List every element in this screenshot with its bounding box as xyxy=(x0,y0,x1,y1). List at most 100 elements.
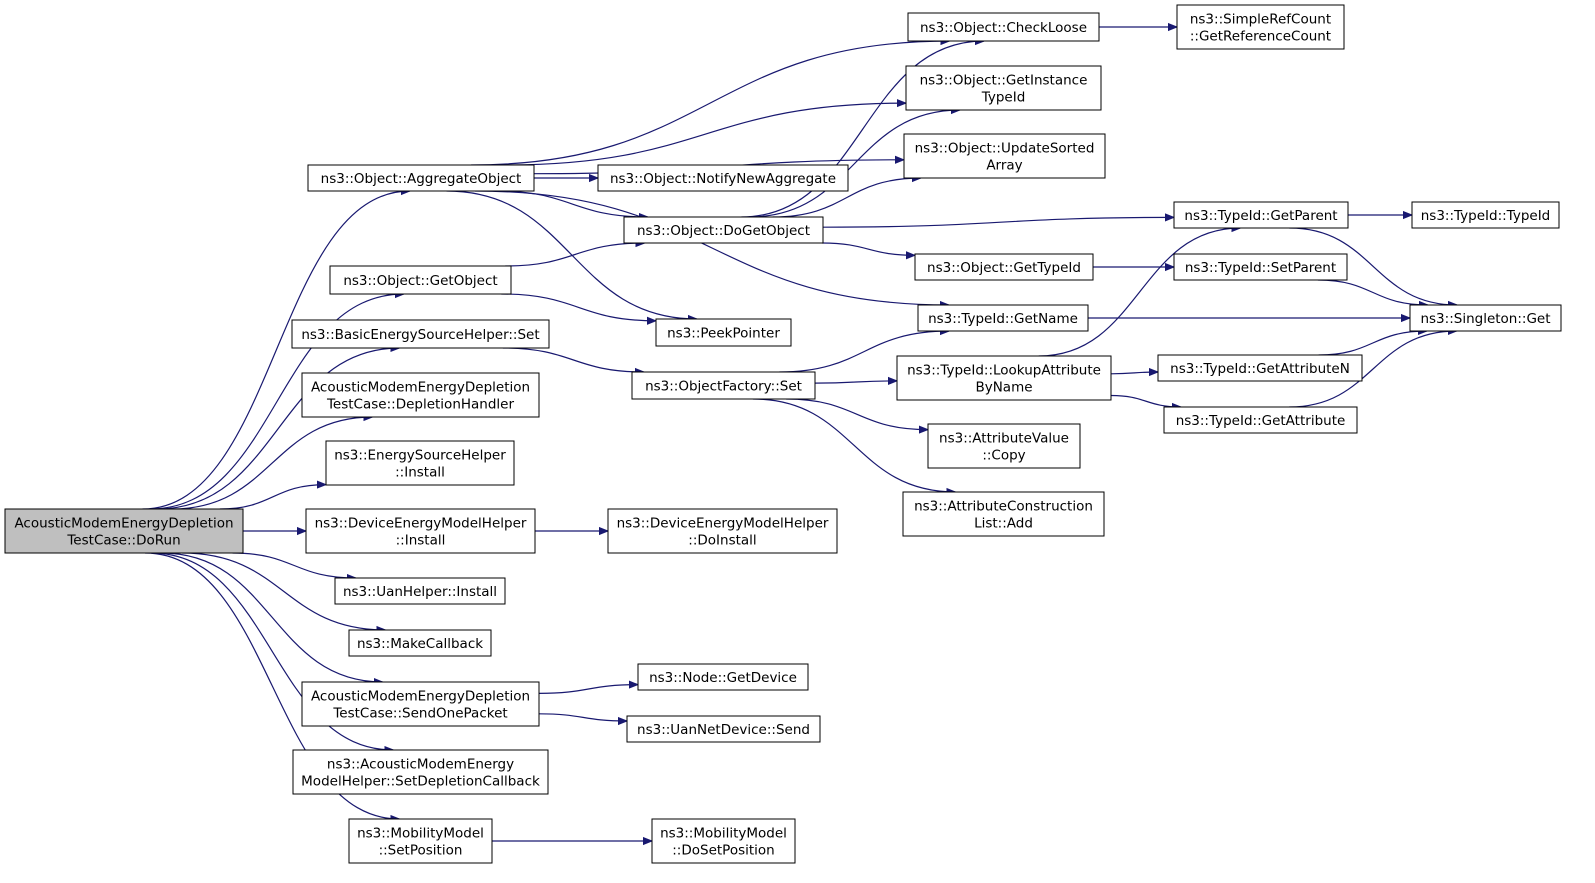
node-getobject[interactable]: ns3::Object::GetObject xyxy=(329,265,512,295)
node-label: ns3::PeekPointer xyxy=(667,326,780,342)
node-label: ns3::UanHelper::Install xyxy=(343,584,497,600)
edge-ofset-to-lookupattr xyxy=(814,381,897,383)
node-box xyxy=(329,265,512,295)
edge-root-to-uaninstall xyxy=(232,552,356,578)
edge-ofset-to-avcopy xyxy=(786,398,928,430)
edge-getattr-to-singletonget xyxy=(1289,331,1457,408)
node-box xyxy=(301,681,540,727)
node-uaninstall[interactable]: ns3::UanHelper::Install xyxy=(334,577,506,605)
node-getattr[interactable]: ns3::TypeId::GetAttribute xyxy=(1163,406,1358,434)
node-setposition[interactable]: ns3::MobilityModel::SetPosition xyxy=(348,818,493,864)
node-label: ns3::EnergySourceHelper xyxy=(334,448,506,464)
node-box xyxy=(1157,354,1363,382)
node-box xyxy=(292,749,549,795)
node-box xyxy=(325,440,515,486)
node-label: ns3::Object::GetInstance xyxy=(920,73,1088,89)
edge-aggregate-to-checkloose xyxy=(471,41,949,166)
node-label: ns3::SimpleRefCount xyxy=(1190,12,1331,28)
node-label: ns3::MobilityModel xyxy=(660,826,787,842)
edge-root-to-esinstall xyxy=(219,485,326,510)
node-box xyxy=(914,253,1094,281)
edge-ofset-to-getname xyxy=(779,331,949,373)
node-aggregate[interactable]: ns3::Object::AggregateObject xyxy=(307,164,535,192)
node-box xyxy=(1173,253,1348,281)
node-basicset[interactable]: ns3::BasicEnergySourceHelper::Set xyxy=(291,319,550,349)
node-depletionhandler[interactable]: AcousticModemEnergyDepletionTestCase::De… xyxy=(301,372,540,418)
node-label: ns3::TypeId::GetAttribute xyxy=(1176,413,1346,429)
node-label: ns3::MakeCallback xyxy=(357,636,483,652)
node-uansend[interactable]: ns3::UanNetDevice::Send xyxy=(626,715,821,743)
node-getrefcount[interactable]: ns3::SimpleRefCount::GetReferenceCount xyxy=(1176,4,1345,50)
node-getdevice[interactable]: ns3::Node::GetDevice xyxy=(637,663,809,691)
node-box xyxy=(903,133,1106,179)
node-label: TypeId xyxy=(981,90,1026,106)
node-typeid[interactable]: ns3::TypeId::TypeId xyxy=(1411,201,1560,229)
node-label: TestCase::DoRun xyxy=(66,533,180,549)
edge-dogetobject-to-checkloose xyxy=(741,41,984,218)
node-box xyxy=(334,577,506,605)
node-checkloose[interactable]: ns3::Object::CheckLoose xyxy=(907,12,1100,42)
node-label: ::SetPosition xyxy=(379,843,463,859)
node-getparent[interactable]: ns3::TypeId::GetParent xyxy=(1173,201,1349,229)
node-deminstall2[interactable]: ns3::DeviceEnergyModelHelper::DoInstall xyxy=(607,508,838,554)
node-label: ns3::BasicEnergySourceHelper::Set xyxy=(301,327,539,343)
node-label: ::GetReferenceCount xyxy=(1190,29,1331,45)
edge-aggregate-to-getinstancetypeid xyxy=(505,103,906,166)
node-label: ns3::MobilityModel xyxy=(357,826,484,842)
node-getattrn[interactable]: ns3::TypeId::GetAttributeN xyxy=(1157,354,1363,382)
node-getname[interactable]: ns3::TypeId::GetName xyxy=(917,304,1089,332)
node-setparent[interactable]: ns3::TypeId::SetParent xyxy=(1173,253,1348,281)
edge-dogetobject-to-getinstancetypeid xyxy=(749,110,960,218)
edge-root-to-setposition xyxy=(144,552,400,819)
node-setdepletioncb[interactable]: ns3::AcousticModemEnergyModelHelper::Set… xyxy=(292,749,549,795)
node-box xyxy=(902,491,1105,537)
node-box xyxy=(637,663,809,691)
edge-getparent-to-singletonget xyxy=(1289,227,1457,305)
node-label: AcousticModemEnergyDepletion xyxy=(14,516,233,532)
node-label: ns3::UanNetDevice::Send xyxy=(637,722,810,738)
node-label: ModelHelper::SetDepletionCallback xyxy=(301,774,540,790)
edge-lookupattr-to-getparent xyxy=(1038,228,1241,357)
node-label: ns3::AttributeConstruction xyxy=(914,499,1093,515)
edge-root-to-makecallback xyxy=(182,552,386,630)
node-label: ns3::TypeId::GetName xyxy=(928,311,1078,327)
node-root[interactable]: AcousticModemEnergyDepletionTestCase::Do… xyxy=(4,508,244,554)
node-esinstall[interactable]: ns3::EnergySourceHelper::Install xyxy=(325,440,515,486)
node-singletonget[interactable]: ns3::Singleton::Get xyxy=(1409,304,1562,332)
node-notifynewagg[interactable]: ns3::Object::NotifyNewAggregate xyxy=(597,164,849,192)
node-ofset[interactable]: ns3::ObjectFactory::Set xyxy=(631,371,816,400)
edge-basicset-to-ofset xyxy=(502,347,644,372)
node-box xyxy=(626,715,821,743)
edge-lookupattr-to-getattr xyxy=(1110,394,1181,408)
edge-setparent-to-singletonget xyxy=(1317,279,1428,305)
node-avcopy[interactable]: ns3::AttributeValue::Copy xyxy=(927,423,1081,469)
nodes: AcousticModemEnergyDepletionTestCase::Do… xyxy=(4,4,1562,864)
edge-getobject-to-dogetobject xyxy=(505,243,644,267)
node-box xyxy=(301,372,540,418)
node-box xyxy=(905,65,1102,111)
node-deminstall[interactable]: ns3::DeviceEnergyModelHelper::Install xyxy=(305,508,536,554)
node-box xyxy=(655,318,792,347)
node-dosetposition[interactable]: ns3::MobilityModel::DoSetPosition xyxy=(651,818,796,864)
edge-ofset-to-aclistadd xyxy=(752,398,956,492)
node-sendonepacket[interactable]: AcousticModemEnergyDepletionTestCase::Se… xyxy=(301,681,540,727)
node-makecallback[interactable]: ns3::MakeCallback xyxy=(348,629,492,657)
node-dogetobject[interactable]: ns3::Object::DoGetObject xyxy=(623,216,824,244)
node-label: TestCase::SendOnePacket xyxy=(332,706,507,722)
node-peekpointer[interactable]: ns3::PeekPointer xyxy=(655,318,792,347)
node-box xyxy=(307,164,535,192)
node-box xyxy=(291,319,550,349)
node-gettypeid[interactable]: ns3::Object::GetTypeId xyxy=(914,253,1094,281)
node-box xyxy=(1411,201,1560,229)
node-label: ns3::Object::NotifyNewAggregate xyxy=(610,171,836,187)
edge-root-to-depletionhandler xyxy=(171,417,373,510)
node-box xyxy=(907,12,1100,42)
node-box xyxy=(917,304,1089,332)
node-box xyxy=(651,818,796,864)
node-label: ::Copy xyxy=(982,448,1025,464)
